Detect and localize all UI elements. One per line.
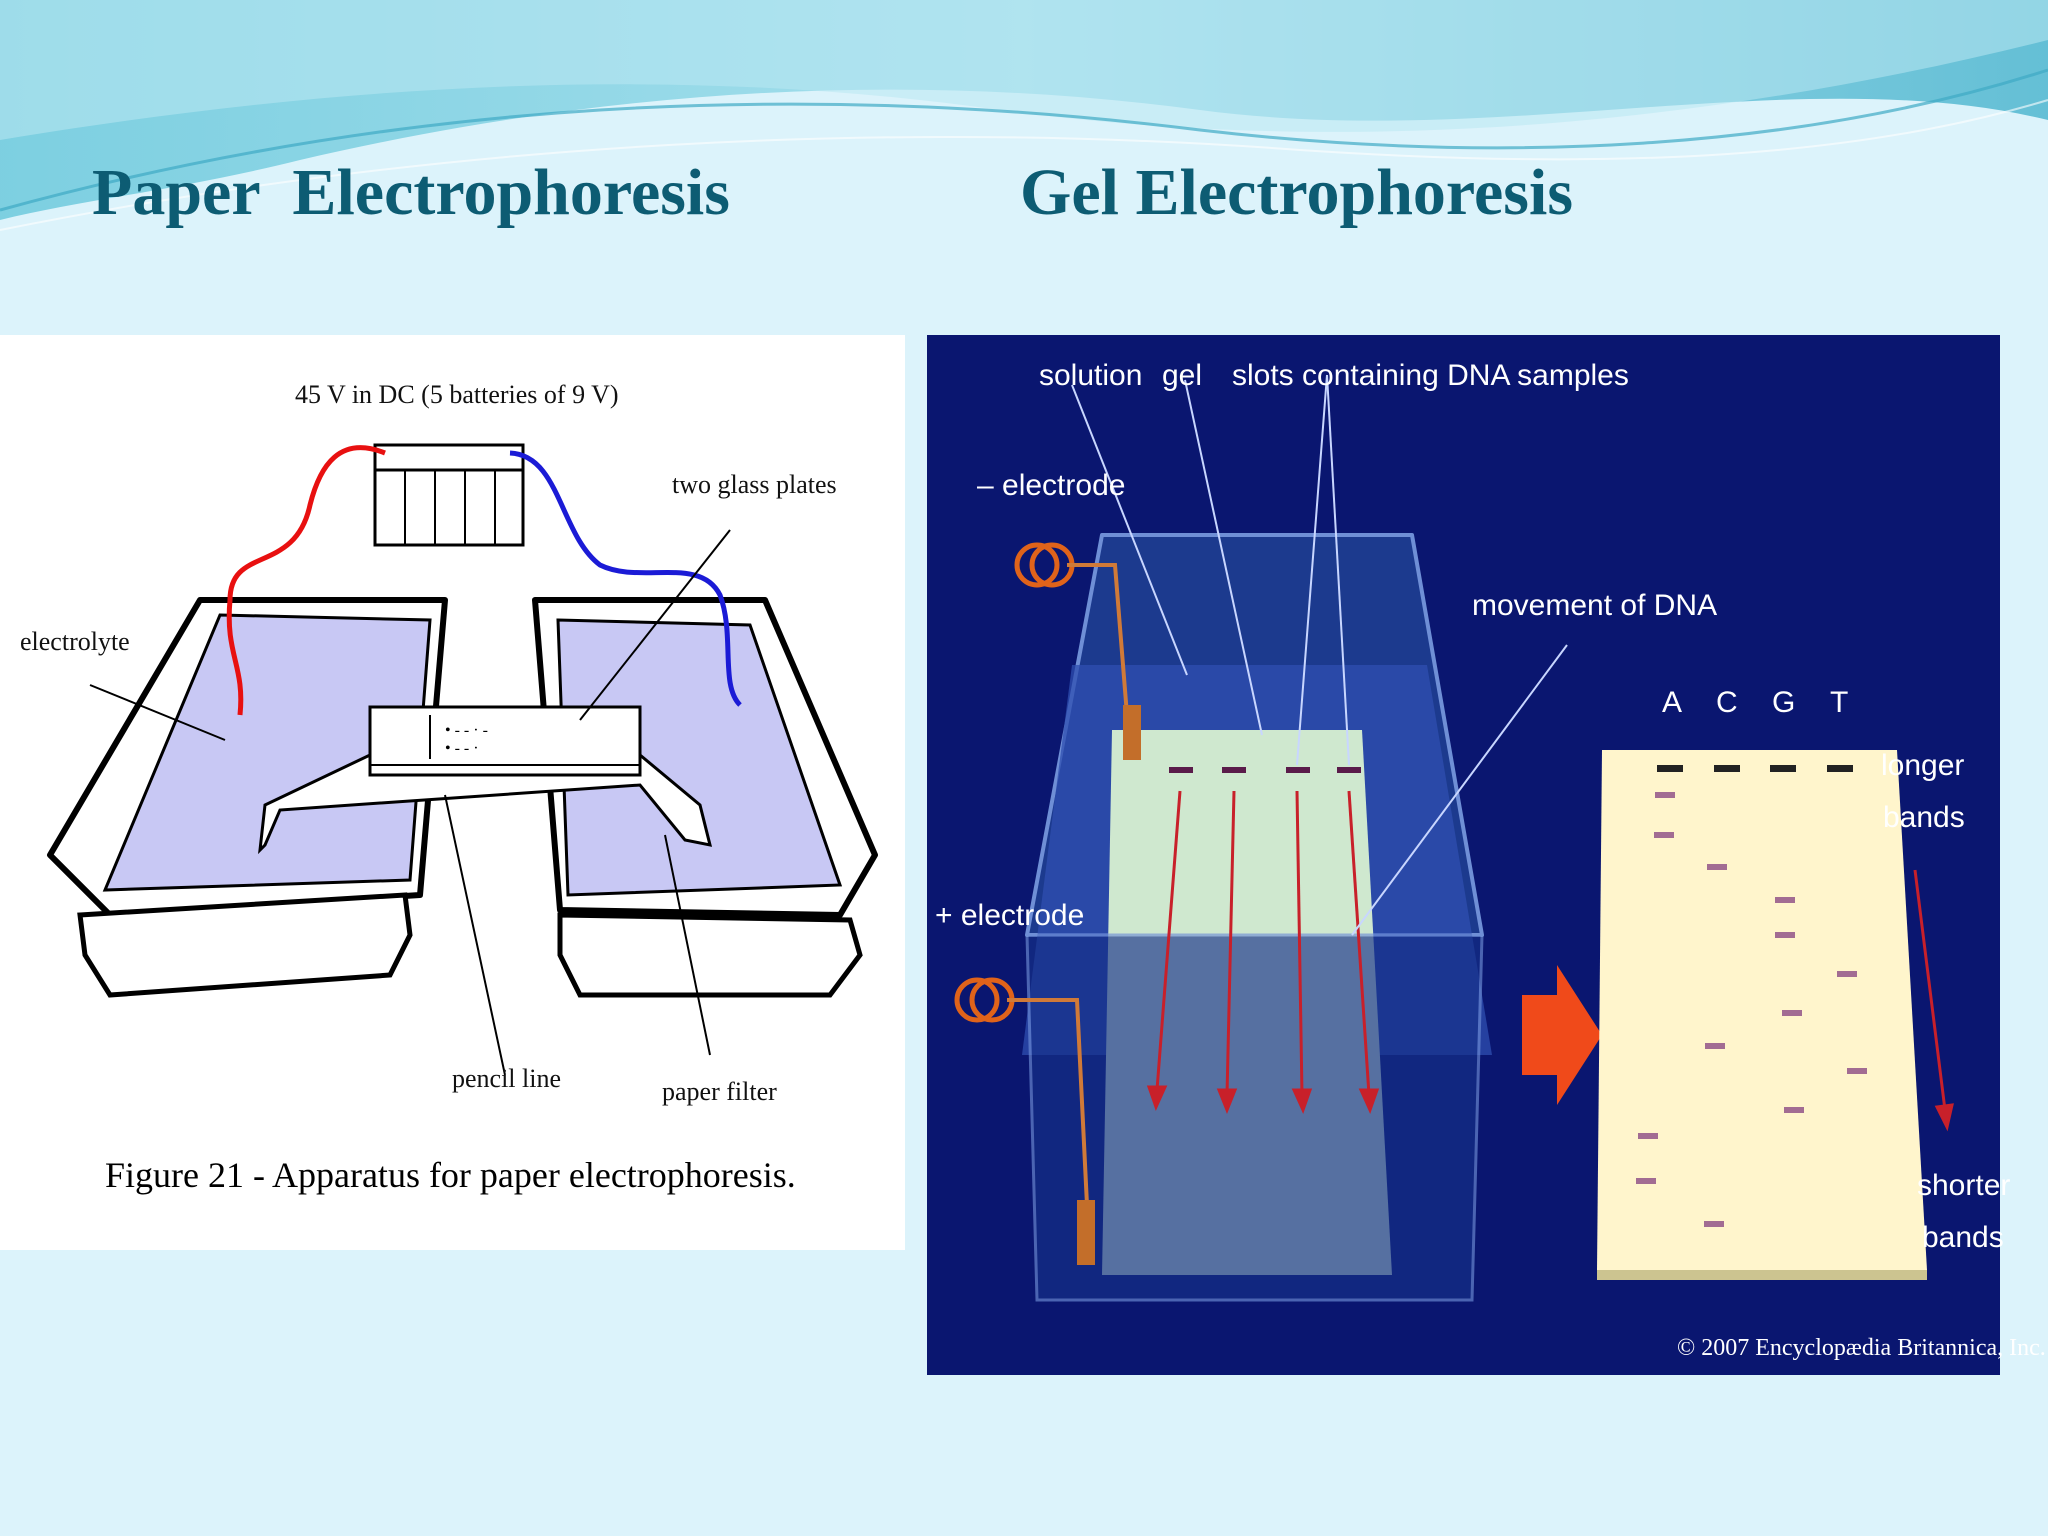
- top-bands: [1657, 765, 1853, 772]
- right-electrolyte-tray: [532, 597, 878, 998]
- sample-wells: [1169, 767, 1361, 773]
- negative-electrode-label: – electrode: [977, 469, 1125, 502]
- glass-plates-label: two glass plates: [672, 470, 837, 499]
- positive-electrode-label: + electrode: [935, 899, 1084, 932]
- electrolyte-label: electrolyte: [20, 627, 130, 656]
- longer-bands-label-1: longer: [1881, 749, 1964, 782]
- title-gel-electrophoresis: Gel Electrophoresis: [1020, 156, 1574, 229]
- lane-t-label: T: [1830, 686, 1848, 719]
- power-supply-label: 45 V in DC (5 batteries of 9 V): [295, 380, 619, 409]
- dna-bands: [1636, 792, 1867, 1227]
- pencil-line-label: pencil line: [452, 1064, 561, 1093]
- slots-label: slots containing DNA samples: [1232, 359, 1629, 392]
- lane-c-label: C: [1716, 686, 1738, 719]
- figure-caption: Figure 21 - Apparatus for paper electrop…: [105, 1155, 796, 1195]
- gel-label-pointers: [1071, 374, 1568, 936]
- shorter-bands-label-2: bands: [1922, 1221, 2004, 1254]
- gel-tank: [1022, 533, 1492, 1302]
- glass-plates: • - - · - • - - ·: [368, 705, 642, 777]
- orange-arrow-icon: [1522, 965, 1602, 1105]
- result-gel: [1597, 750, 1927, 1270]
- lane-a-label: A: [1662, 686, 1682, 719]
- copyright-notice: © 2007 Encyclopædia Britannica, Inc.: [1677, 1335, 2046, 1361]
- lane-g-label: G: [1772, 686, 1795, 719]
- dna-movement-arrows: [1146, 790, 1380, 1115]
- battery-pack: [373, 443, 525, 547]
- left-electrolyte-tray: [47, 597, 448, 998]
- blue-wire: [509, 450, 742, 707]
- svg-text:• - - ·: • - - ·: [445, 740, 479, 757]
- solution-label: solution: [1039, 359, 1142, 392]
- gel-label: gel: [1162, 359, 1202, 392]
- movement-of-dna-label: movement of DNA: [1472, 589, 1717, 622]
- title-paper-electrophoresis: Paper Electrophoresis: [92, 156, 730, 229]
- red-wire: [226, 445, 386, 716]
- positive-electrode: [954, 977, 1095, 1265]
- negative-electrode: [1014, 542, 1141, 760]
- paper-electrophoresis-diagram: • - - · - • - - · 45 V in DC (5 batterie…: [0, 335, 905, 1250]
- longer-bands-label-2: bands: [1883, 801, 1965, 834]
- paper-apparatus-illustration: • - - · - • - - · 45 V in DC (5 batterie…: [20, 380, 878, 1195]
- gel-apparatus-illustration: solution gel slots containing DNA sample…: [935, 359, 2046, 1361]
- gel-electrophoresis-diagram: solution gel slots containing DNA sample…: [927, 335, 2046, 1375]
- paper-filter-label: paper filter: [662, 1077, 777, 1106]
- shorter-bands-label-1: shorter: [1917, 1169, 2010, 1202]
- band-direction-arrow: [1913, 869, 1954, 1132]
- label-pointers: [89, 529, 731, 1076]
- svg-text:• - - · -: • - - · -: [445, 722, 488, 739]
